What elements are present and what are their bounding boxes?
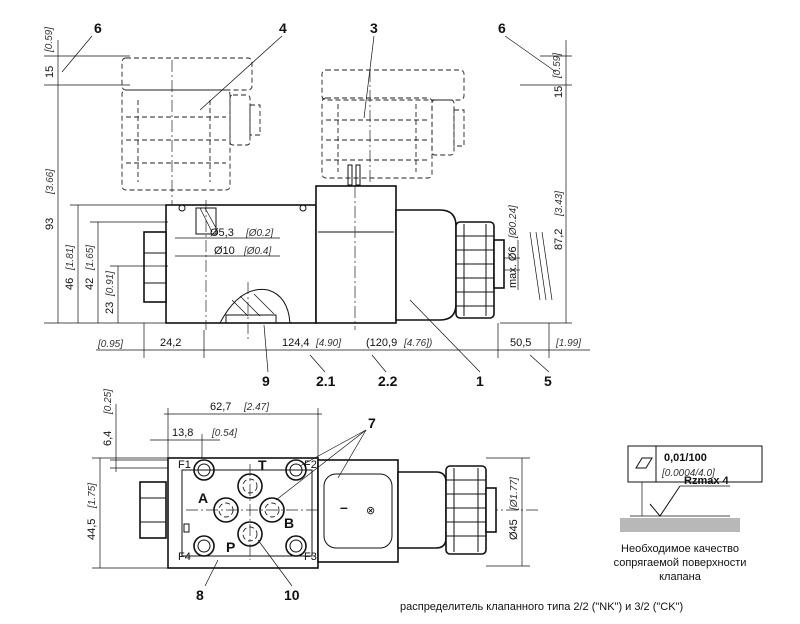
solenoid-dash-symbol: – bbox=[340, 499, 348, 515]
dim-max-d6: max. Ø6 bbox=[507, 246, 519, 288]
dim-23-in: [0.91] bbox=[105, 271, 116, 297]
dim-42-in: [1.65] bbox=[85, 245, 96, 271]
dim-6-4: 6,4 bbox=[102, 431, 114, 446]
port-f4-label: F4 bbox=[178, 551, 191, 563]
port-a-label: A bbox=[198, 490, 208, 506]
dim-124-4: 124,4 bbox=[282, 337, 310, 349]
dim-6-4-in: [0.25] bbox=[103, 389, 114, 415]
callout-10: 10 bbox=[284, 587, 300, 603]
dim-62-7-in: [2.47] bbox=[243, 402, 269, 413]
callout-5: 5 bbox=[544, 373, 552, 389]
dim-max-d6-in: [Ø0.24] bbox=[508, 205, 519, 239]
callout-4: 4 bbox=[279, 20, 287, 36]
dim-50-5: 50,5 bbox=[510, 337, 531, 349]
dim-42: 42 bbox=[84, 278, 96, 290]
dim-15-left: 15 bbox=[44, 66, 56, 78]
dim-13-8-in: [0.54] bbox=[211, 428, 237, 439]
dim-124-4-in: [4.90] bbox=[315, 338, 341, 349]
solenoid-coil bbox=[315, 185, 397, 324]
side-view: 6 4 3 6 9 2.1 2.2 1 5 [0.59] 15 93 [3.66… bbox=[44, 20, 590, 389]
port-f2-label: F2 bbox=[304, 459, 317, 471]
dim-93: 93 bbox=[44, 218, 56, 230]
dim-059-right: [0.59] bbox=[552, 53, 563, 79]
left-plug-connector bbox=[121, 57, 261, 260]
callout-9: 9 bbox=[262, 373, 270, 389]
dim-87-2-in: [3.43] bbox=[554, 191, 565, 217]
dim-120-9-in: [4.76]) bbox=[403, 338, 432, 349]
port-p-label: P bbox=[226, 539, 235, 555]
port-t-label: T bbox=[258, 457, 267, 473]
port-f3-label: F3 bbox=[304, 551, 317, 563]
callout-2-1: 2.1 bbox=[316, 373, 336, 389]
dim-46-in: [1.81] bbox=[65, 245, 76, 271]
dim-62-7: 62,7 bbox=[210, 401, 231, 413]
top-view: – ⊗ T A B P F1 F2 F3 F4 [0.25] 6,4 62,7 … bbox=[86, 389, 540, 603]
dim-hole-big: Ø10 bbox=[214, 245, 235, 257]
dim-50-5-in: [1.99] bbox=[555, 338, 581, 349]
flatness-value: 0,01/100 bbox=[664, 452, 707, 464]
drawing-caption: распределитель клапанного типа 2/2 ("NK"… bbox=[400, 601, 683, 613]
dim-93-in: [3.66] bbox=[45, 169, 56, 195]
knurled-nut bbox=[455, 221, 520, 319]
solenoid-circle-symbol: ⊗ bbox=[366, 505, 375, 517]
surface-note-line-2: сопрягаемой поверхности bbox=[614, 557, 747, 569]
surface-note-line-3: клапана bbox=[659, 571, 702, 583]
callout-2-2: 2.2 bbox=[378, 373, 398, 389]
valve-body bbox=[165, 204, 317, 324]
dim-hole-big-in: [Ø0.4] bbox=[243, 246, 271, 257]
callout-7: 7 bbox=[368, 415, 376, 431]
dim-d45-in: [Ø1.77] bbox=[509, 477, 520, 511]
callout-3: 3 bbox=[370, 20, 378, 36]
port-b-label: B bbox=[284, 515, 294, 531]
dim-120-9: (120,9 bbox=[366, 337, 397, 349]
flatness-value-in: [0.0004/4.0] bbox=[661, 468, 715, 479]
roughness-value: Rzmax 4 bbox=[684, 475, 730, 487]
callout-1: 1 bbox=[476, 373, 484, 389]
dim-46: 46 bbox=[64, 278, 76, 290]
dim-13-8: 13,8 bbox=[172, 427, 193, 439]
dim-44-5-in: [1.75] bbox=[87, 483, 98, 509]
dim-hole-small-in: [Ø0.2] bbox=[245, 228, 273, 239]
dim-24-2: 24,2 bbox=[160, 337, 181, 349]
dim-095: [0.95] bbox=[97, 339, 123, 350]
surface-note-line-1: Необходимое качество bbox=[621, 543, 739, 555]
port-f1-label: F1 bbox=[178, 459, 191, 471]
dim-15-right: 15 bbox=[553, 86, 565, 98]
callout-8: 8 bbox=[196, 587, 204, 603]
surface-quality-note: 0,01/100 [0.0004/4.0] Rzmax 4 Необходимо… bbox=[614, 445, 763, 583]
dim-059-left: [0.59] bbox=[44, 27, 55, 53]
callout-6-left: 6 bbox=[94, 20, 102, 36]
callout-6-right: 6 bbox=[498, 20, 506, 36]
dim-hole-small: Ø5,3 bbox=[210, 227, 234, 239]
right-plug-connector bbox=[321, 69, 465, 200]
dim-44-5: 44,5 bbox=[86, 519, 98, 540]
dim-d45: Ø45 bbox=[508, 519, 520, 540]
dim-87-2: 87,2 bbox=[553, 229, 565, 250]
dim-23: 23 bbox=[104, 302, 116, 314]
